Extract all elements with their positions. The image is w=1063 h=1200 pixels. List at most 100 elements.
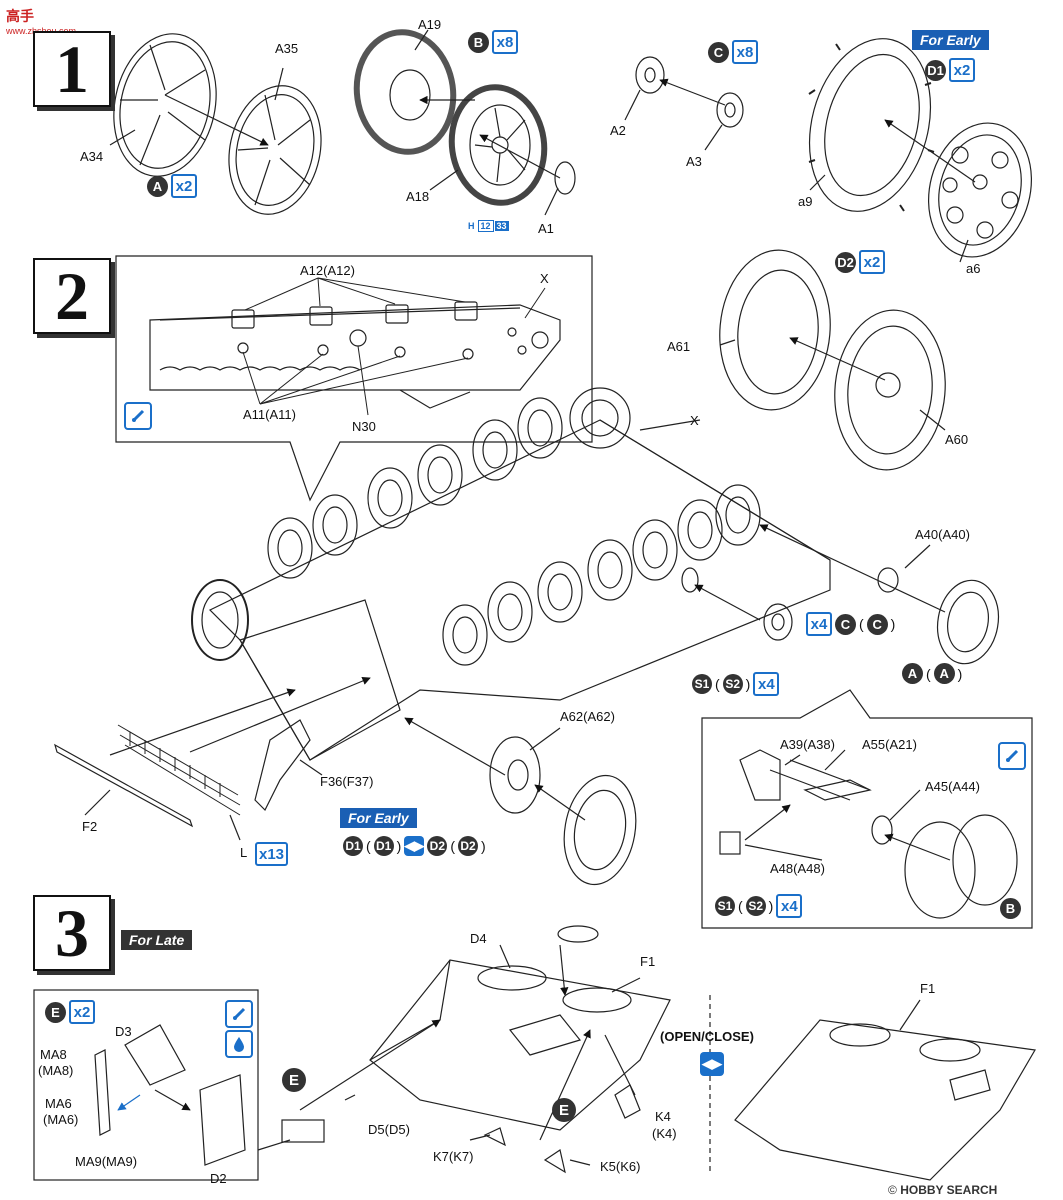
part-label-a62: A62(A62) (560, 709, 615, 724)
part-label-a12: A12(A12) (300, 263, 355, 278)
part-label-f36: F36(F37) (320, 774, 374, 789)
for-early-tag-step2: For Early (340, 808, 417, 828)
sprue-c-x4-badge: x4 C (C) (806, 612, 895, 636)
for-early-tag: For Early (912, 30, 989, 50)
sprocket-a6 (927, 122, 1033, 258)
part-label-a48: A48(A48) (770, 861, 825, 876)
part-label-f2: F2 (82, 819, 98, 834)
step-2-number: 2 (33, 258, 111, 334)
part-label-x-inset: X (540, 271, 549, 286)
inset-frame-lower (701, 689, 1033, 929)
paint-code: H 12 33 (466, 220, 509, 232)
part-label-ma6: MA6 (45, 1096, 72, 1111)
part-label-a40: A40(A40) (915, 527, 970, 542)
glue-icon (225, 1000, 253, 1028)
for-late-tag: For Late (121, 930, 193, 950)
sprue-d2-badge: D2 x2 (835, 250, 885, 274)
sprue-letter: D1 (925, 59, 946, 81)
part-label-d5: D5(D5) (368, 1122, 410, 1137)
sprue-b-inset-badge: B (1000, 898, 1021, 919)
part-label-n30: N30 (352, 419, 376, 434)
sprue-c-badge: C x8 (708, 40, 758, 64)
part-label-f1-right: F1 (920, 981, 936, 996)
sprue-letter: A (902, 663, 923, 684)
copyright-symbol: © (888, 1183, 897, 1197)
sprue-e-badge: E x2 (45, 1000, 95, 1024)
quantity-badge: x2 (171, 174, 197, 198)
sprue-letter: E (552, 1098, 576, 1122)
part-label-a34: A34 (80, 149, 104, 164)
quantity-badge: x2 (859, 250, 885, 274)
sprue-letter: A (933, 663, 955, 684)
sprue-letter: E (282, 1068, 306, 1092)
sprue-s-badge: S1 (S2) x4 (692, 672, 780, 696)
part-label-a2: A2 (610, 123, 626, 138)
wheel-a18 (448, 84, 548, 206)
sprue-letter: S2 (722, 674, 743, 694)
sprue-letter: D1 (373, 836, 394, 856)
part-label-ma8: MA8 (40, 1047, 67, 1062)
part-label-a11: A11(A11) (243, 407, 296, 422)
part-label-f1-center: F1 (640, 954, 656, 969)
watermark-hobbysearch: © HOBBY SEARCH (888, 1183, 997, 1197)
sprue-letter: S1 (715, 896, 735, 916)
part-label-k4-alt: (K4) (652, 1126, 677, 1141)
sprue-b-badge: B x8 (468, 30, 518, 54)
quantity-badge: x4 (806, 612, 832, 636)
sprue-letter: B (1000, 898, 1021, 919)
paint-code-b: 33 (494, 221, 509, 231)
part-label-k7: K7(K7) (433, 1149, 474, 1164)
part-label-d4: D4 (470, 931, 487, 946)
sprue-letter: C (708, 41, 729, 63)
part-label-a61: A61 (667, 339, 691, 354)
part-label-ma8-alt: (MA8) (38, 1063, 74, 1078)
sprue-d-choice-badge: D1 (D1) ◀▶ D2 (D2) (343, 836, 486, 856)
quantity-badge: x4 (776, 894, 803, 918)
hull-lower (208, 419, 831, 761)
inset-frame-step3 (33, 989, 259, 1181)
paint-brand: H (468, 221, 475, 231)
part-label-x-hull: X (690, 413, 699, 428)
part-label-ma6-alt: (MA6) (43, 1112, 79, 1127)
part-label-ma9: MA9(MA9) (75, 1154, 138, 1169)
sprue-letter: C (835, 613, 856, 635)
part-label-a18: A18 (406, 189, 430, 204)
part-label-a39: A39(A38) (780, 737, 835, 752)
sprue-letter: B (468, 31, 489, 53)
sprue-s-inset-badge: S1 (S2) x4 (715, 894, 803, 918)
quantity-badge: x4 (753, 672, 780, 696)
quantity-badge: x8 (492, 30, 518, 54)
inset-frame-upper (115, 255, 593, 502)
part-label-k5: K5(K6) (600, 1159, 641, 1174)
part-label-a1: A1 (538, 221, 554, 236)
sprue-letter: D1 (343, 836, 363, 856)
part-label-a19: A19 (418, 17, 442, 32)
sprue-e-marker-2: E (552, 1098, 576, 1122)
glue-icon (998, 742, 1026, 770)
glue-icon (124, 402, 152, 430)
sprue-letter: D2 (427, 836, 448, 856)
wheel-a34 (113, 33, 217, 177)
watermark-brand-bottom: HOBBY SEARCH (900, 1183, 998, 1197)
quantity-badge: x8 (732, 40, 758, 64)
sprue-e-marker-1: E (282, 1068, 306, 1092)
sprue-letter: C (866, 613, 888, 635)
part-label-l: L (240, 845, 248, 860)
sprue-a-pair-badge: A (A) (902, 663, 962, 684)
sprocket-a61 (719, 249, 831, 411)
sprue-letter: D2 (835, 251, 856, 273)
track-quantity-badge: x13 (255, 842, 289, 866)
step-3-number: 3 (33, 895, 111, 971)
swap-icon: ◀▶ (404, 836, 425, 856)
part-label-a6: a6 (966, 261, 981, 276)
step-1-number: 1 (33, 31, 111, 107)
sprue-a-badge: A x2 (147, 174, 197, 198)
sprue-letter: S2 (745, 896, 766, 916)
sprue-d1-badge: D1 x2 (925, 58, 975, 82)
sprocket-a60 (834, 309, 946, 471)
part-label-a45: A45(A44) (925, 779, 980, 794)
sprue-letter: E (45, 1001, 66, 1023)
part-label-a3: A3 (686, 154, 702, 169)
sprue-letter: S1 (692, 674, 712, 694)
